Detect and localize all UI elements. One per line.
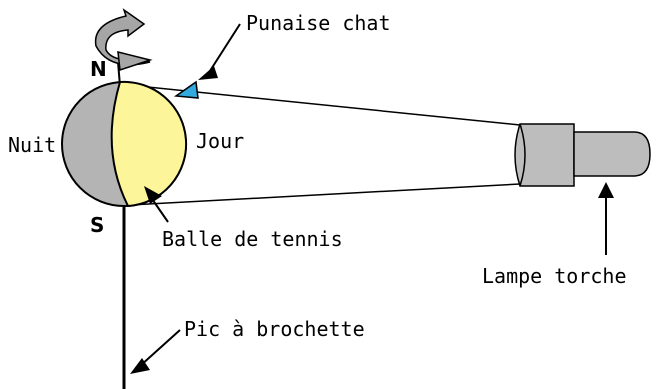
label-night: Nuit [8,133,56,157]
lamp-pointer-head [598,182,614,198]
label-ball: Balle de tennis [162,227,343,251]
label-skewer: Pic à brochette [184,317,365,341]
label-north: N [90,57,107,81]
globe-day-side [110,80,188,208]
pin-pointer-head [198,66,218,80]
lamp-head [514,123,575,187]
ball-pointer-head [144,186,162,204]
light-beam-bottom [129,183,521,206]
skewer-pointer-line [139,329,181,367]
pin-icon [173,80,199,99]
skewer-pointer-head [130,358,150,374]
label-lamp: Lampe torche [482,264,627,288]
label-day: Jour [196,129,244,153]
rotation-arrow-tip [117,51,153,72]
lamp-body [573,131,651,177]
pin-pointer-line [207,23,241,75]
label-pin: Punaise chat [246,11,391,35]
label-south: S [90,213,104,237]
lamp-lens [519,123,526,187]
